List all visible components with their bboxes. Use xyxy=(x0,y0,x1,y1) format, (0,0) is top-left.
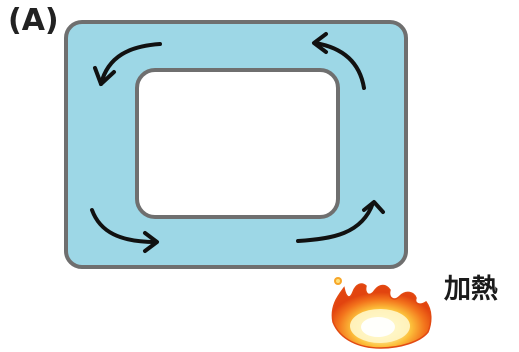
panel-label: (A) xyxy=(8,6,59,36)
fire-icon xyxy=(332,277,430,348)
heat-label: 加熱 xyxy=(444,276,498,303)
loop-inner-hole xyxy=(137,70,338,217)
